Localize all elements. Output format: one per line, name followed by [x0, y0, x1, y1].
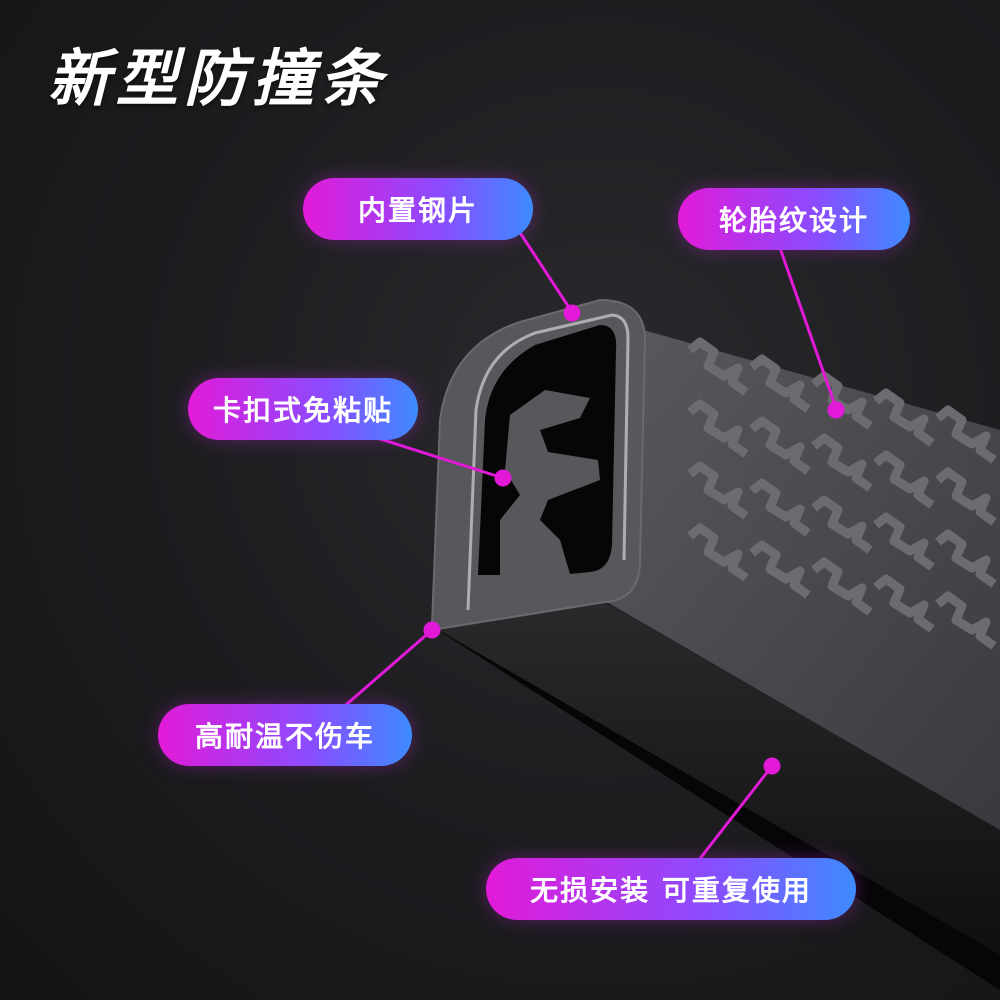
- leader-tread: [778, 247, 838, 409]
- tread-zigzag: [873, 388, 935, 447]
- tire-tread-pattern: [687, 337, 997, 650]
- callout-clip-no-adhesive: 卡扣式免粘贴: [188, 378, 418, 440]
- tread-zigzag: [749, 416, 811, 475]
- tread-zigzag: [811, 433, 873, 492]
- tread-zigzag: [873, 574, 935, 633]
- tread-zigzag: [749, 354, 811, 413]
- tread-zigzag: [811, 557, 873, 616]
- tread-zigzag: [935, 467, 997, 526]
- tread-zigzag: [687, 461, 749, 520]
- callout-steel-insert: 内置钢片: [303, 178, 533, 240]
- callout-tire-tread-design: 轮胎纹设计: [678, 188, 910, 250]
- tread-zigzag: [749, 540, 811, 599]
- cross-section-profile: [431, 298, 647, 632]
- tread-zigzag: [687, 399, 749, 458]
- leader-reuse: [693, 765, 774, 866]
- dot-reuse: [763, 757, 781, 775]
- callout-heat-resistant: 高耐温不伤车: [158, 704, 412, 766]
- tread-zigzag: [811, 495, 873, 554]
- tread-zigzag: [687, 523, 749, 582]
- leader-steel: [515, 227, 574, 313]
- tread-zigzag: [749, 478, 811, 537]
- dot-heat: [423, 621, 441, 639]
- tread-zigzag: [935, 405, 997, 464]
- headline-title: 新型防撞条: [48, 42, 389, 115]
- tread-zigzag: [935, 529, 997, 588]
- tread-zigzag: [935, 591, 997, 650]
- callout-reusable-install: 无损安装 可重复使用: [486, 858, 856, 920]
- dot-tread: [827, 401, 845, 419]
- dot-clip: [494, 469, 512, 487]
- tread-zigzag: [687, 337, 749, 396]
- tread-zigzag: [873, 512, 935, 571]
- leader-heat: [339, 628, 433, 712]
- tread-zigzag: [873, 450, 935, 509]
- dot-steel: [563, 304, 581, 322]
